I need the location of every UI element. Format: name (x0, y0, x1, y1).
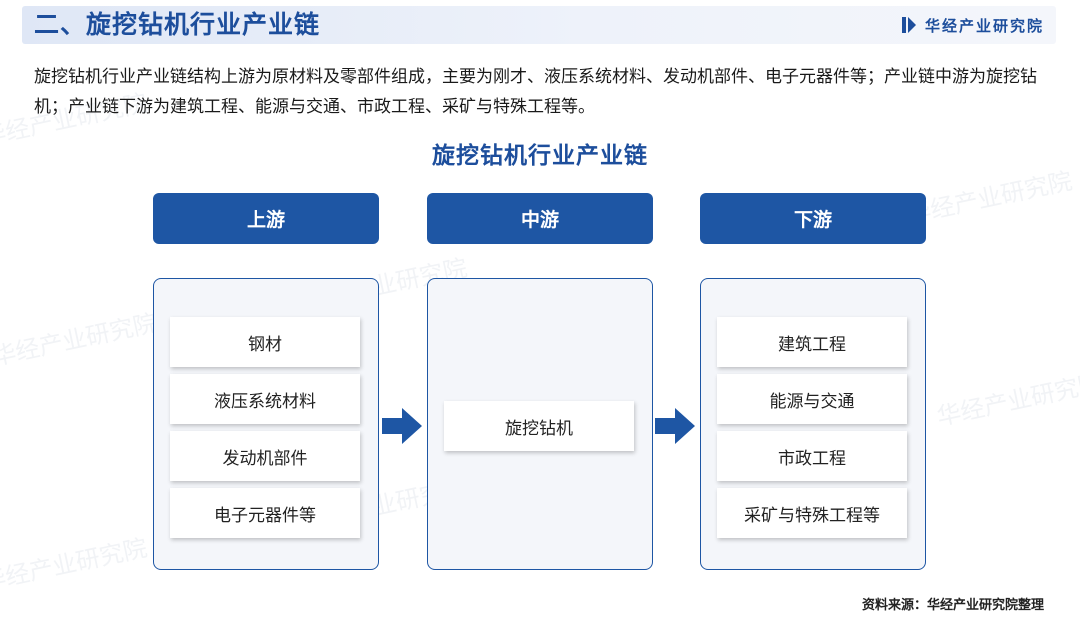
stage-header-upstream: 上游 (153, 193, 379, 244)
arrow-right-icon (382, 408, 422, 444)
watermark: 华经产业研究院 (934, 368, 1080, 432)
brand-name: 华经产业研究院 (924, 16, 1044, 35)
downstream-item: 能源与交通 (717, 374, 907, 424)
midstream-item: 旋挖钻机 (444, 401, 634, 451)
header-bar (22, 6, 1056, 44)
downstream-item: 采矿与特殊工程等 (717, 488, 907, 538)
section-title: 二、旋挖钻机行业产业链 (34, 10, 321, 39)
stage-header-downstream: 下游 (700, 193, 926, 244)
arrow-right-icon (655, 408, 695, 444)
upstream-item: 电子元器件等 (170, 488, 360, 538)
stage-box-midstream: 旋挖钻机 (427, 278, 653, 570)
upstream-item: 发动机部件 (170, 431, 360, 481)
upstream-item: 液压系统材料 (170, 374, 360, 424)
watermark: 华经产业研究院 (0, 533, 150, 597)
stage-box-downstream: 建筑工程 能源与交通 市政工程 采矿与特殊工程等 (700, 278, 926, 570)
upstream-item: 钢材 (170, 317, 360, 367)
downstream-item: 市政工程 (717, 431, 907, 481)
brand: 华经产业研究院 (901, 13, 1044, 37)
source-note: 资料来源：华经产业研究院整理 (861, 598, 1044, 613)
stage-header-midstream: 中游 (427, 193, 653, 244)
diagram-title: 旋挖钻机行业产业链 (432, 143, 648, 169)
brand-logo-icon (901, 17, 916, 33)
watermark: 华经产业研究院 (0, 308, 160, 372)
intro-paragraph: 旋挖钻机行业产业链结构上游为原材料及零部件组成，主要为刚才、液压系统材料、发动机… (34, 67, 1037, 117)
downstream-item: 建筑工程 (717, 317, 907, 367)
stage-box-upstream: 钢材 液压系统材料 发动机部件 电子元器件等 (153, 278, 379, 570)
watermark: 华经产业研究院 (904, 166, 1075, 230)
